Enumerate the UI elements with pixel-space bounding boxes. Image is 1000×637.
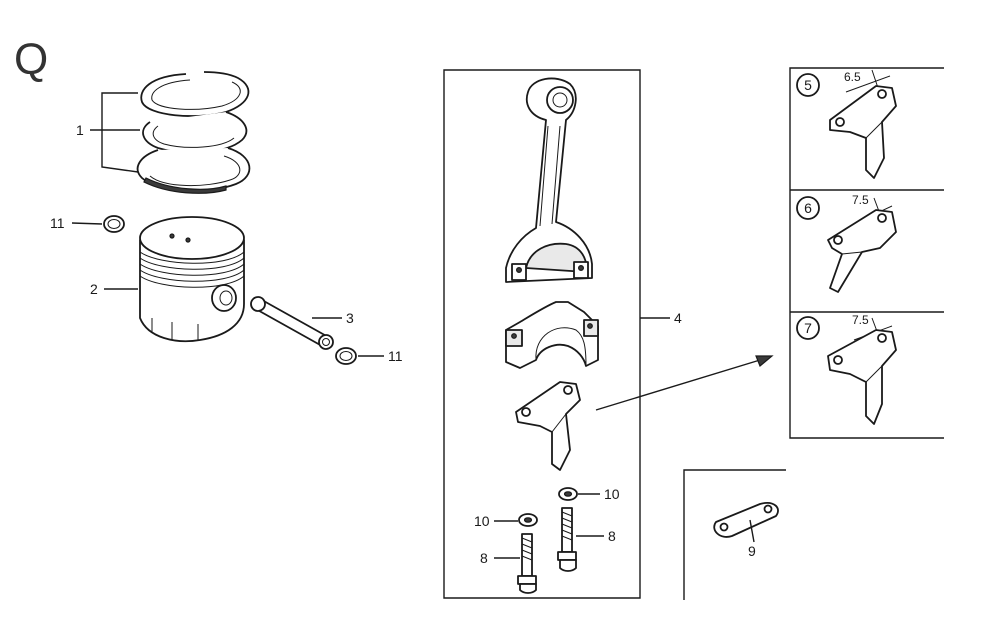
callout-clip-bottom: 11 <box>388 348 403 364</box>
variant-6-number: 6 <box>804 200 812 216</box>
callout-pin: 3 <box>346 310 354 326</box>
callout-washer-left: 10 <box>474 513 490 529</box>
callout-bolt-left: 8 <box>480 550 488 566</box>
bolt-left <box>517 533 537 594</box>
variant-5-number: 5 <box>804 77 812 93</box>
callout-washer-right: 10 <box>604 486 620 502</box>
variant-6: 6 7.5 <box>796 193 897 293</box>
piston-rings <box>136 71 251 194</box>
callout-rings: 1 <box>76 122 84 138</box>
variant-arrow <box>595 355 774 411</box>
variant-7: 7 7.5 <box>796 313 897 425</box>
callout-bracket: 9 <box>748 543 756 559</box>
variant-5: 5 6.5 <box>796 69 897 179</box>
connecting-rod <box>505 77 593 283</box>
bolt-right <box>557 507 577 572</box>
snap-ring-bottom <box>335 347 357 365</box>
callout-rod-assembly: 4 <box>674 310 682 326</box>
callout-piston: 2 <box>90 281 98 297</box>
snap-ring-top <box>103 215 125 233</box>
washer-left <box>518 513 538 527</box>
bracket-plate <box>713 502 779 538</box>
variants-panel <box>789 67 944 439</box>
callout-bolt-right: 8 <box>608 528 616 544</box>
variant-7-dimension: 7.5 <box>852 313 869 327</box>
piston-pin <box>250 296 334 350</box>
bracket-frame <box>683 469 786 600</box>
variant-7-number: 7 <box>804 320 812 336</box>
rings-bracket <box>101 92 139 173</box>
section-letter: Q <box>14 35 48 84</box>
washer-right <box>558 487 578 501</box>
oil-dipper <box>515 381 581 471</box>
callout-clip-top: 11 <box>50 215 65 231</box>
rod-assembly-frame <box>443 69 641 599</box>
rod-cap <box>505 301 599 369</box>
piston <box>139 216 245 343</box>
variant-5-dimension: 6.5 <box>844 70 861 84</box>
variant-6-dimension: 7.5 <box>852 193 869 207</box>
